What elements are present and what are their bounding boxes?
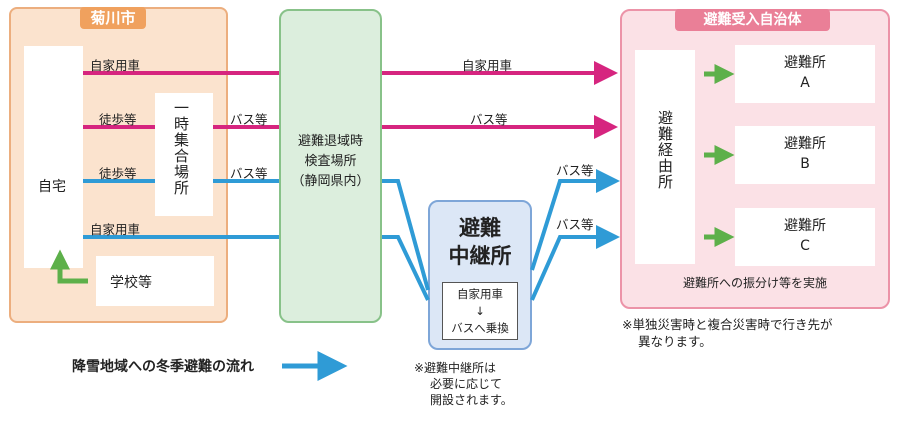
relay-note-line-1: ※避難中継所は — [414, 361, 497, 375]
shelter-a-line-1: 避難所 — [784, 55, 826, 71]
relay-inner-line-1: 自家用車 — [457, 287, 503, 301]
inspection-line-1: 避難退域時 — [297, 134, 363, 149]
destination-note-line-1: ※単独災害時と複合災害時で行き先が — [622, 317, 833, 332]
shelter-a-line-2: A — [800, 75, 810, 91]
shelter-c: 避難所 C — [735, 208, 875, 266]
label-walk-2: 徒歩等 — [99, 166, 137, 181]
hub-box — [635, 50, 695, 264]
school-box — [96, 256, 214, 306]
shelter-c-line-2: C — [800, 238, 810, 254]
shelter-b-line-2: B — [800, 156, 810, 172]
relay-title-line-1: 避難 — [459, 216, 501, 240]
destination-note: ※単独災害時と複合災害時で行き先が 異なります。 — [622, 316, 832, 350]
relay-note-line-2: 必要に応じて — [430, 377, 503, 391]
label-relay-bus-1: バス等 — [556, 163, 594, 178]
inspection-line-2: 検査場所 — [304, 154, 357, 169]
label-bus-to-dest: バス等 — [470, 112, 508, 127]
home-label: 自宅 — [38, 179, 66, 195]
label-bus-1: バス等 — [230, 112, 268, 127]
relay-title-line-2: 中継所 — [448, 244, 512, 268]
route-bus-2-to-relay — [382, 179, 430, 291]
legend-label: 降雪地域への冬季避難の流れ — [72, 359, 254, 375]
relay-note: ※避難中継所は 必要に応じて 開設されます。 — [414, 360, 513, 408]
relay-inner-line-2: バスへ乗換 — [451, 321, 509, 335]
relay-inner-box: 自家用車 ↓ バスへ乗換 — [442, 282, 518, 340]
relay-note-line-3: 開設されます。 — [430, 393, 513, 407]
label-car-top: 自家用車 — [90, 58, 141, 73]
label-walk-1: 徒歩等 — [99, 112, 137, 127]
arrow-school-to-home — [50, 249, 88, 284]
temp-site-box — [155, 93, 213, 216]
destination-note-line-2: 異なります。 — [638, 334, 712, 349]
label-car-to-dest: 自家用車 — [462, 58, 513, 73]
route-car-to-relay — [382, 235, 430, 301]
temp-site-label: 一時集合場所 — [172, 100, 190, 196]
label-car-bottom: 自家用車 — [90, 222, 141, 237]
hub-label: 避難経由所 — [656, 110, 674, 190]
route-relay-to-c — [530, 225, 620, 301]
label-bus-2: バス等 — [230, 166, 268, 181]
inspection-line-3: （静岡県内） — [291, 174, 370, 189]
shelter-b: 避難所 B — [735, 126, 875, 184]
destination-title: 避難受入自治体 — [675, 9, 830, 31]
kikugawa-title: 菊川市 — [80, 7, 146, 29]
inspection-label: 避難退域時 検査場所 （静岡県内） — [279, 132, 382, 192]
home-box — [24, 46, 83, 268]
shelter-c-line-1: 避難所 — [784, 218, 826, 234]
shelter-b-line-1: 避難所 — [784, 136, 826, 152]
route-relay-to-b — [530, 169, 620, 271]
school-label: 学校等 — [110, 275, 152, 291]
relay-title: 避難 中継所 — [428, 214, 532, 270]
destination-caption: 避難所への振分け等を実施 — [682, 276, 827, 290]
shelter-a: 避難所 A — [735, 45, 875, 103]
inspection-panel — [279, 9, 382, 323]
relay-inner-arrow: ↓ — [475, 304, 485, 318]
label-relay-bus-2: バス等 — [556, 217, 594, 232]
